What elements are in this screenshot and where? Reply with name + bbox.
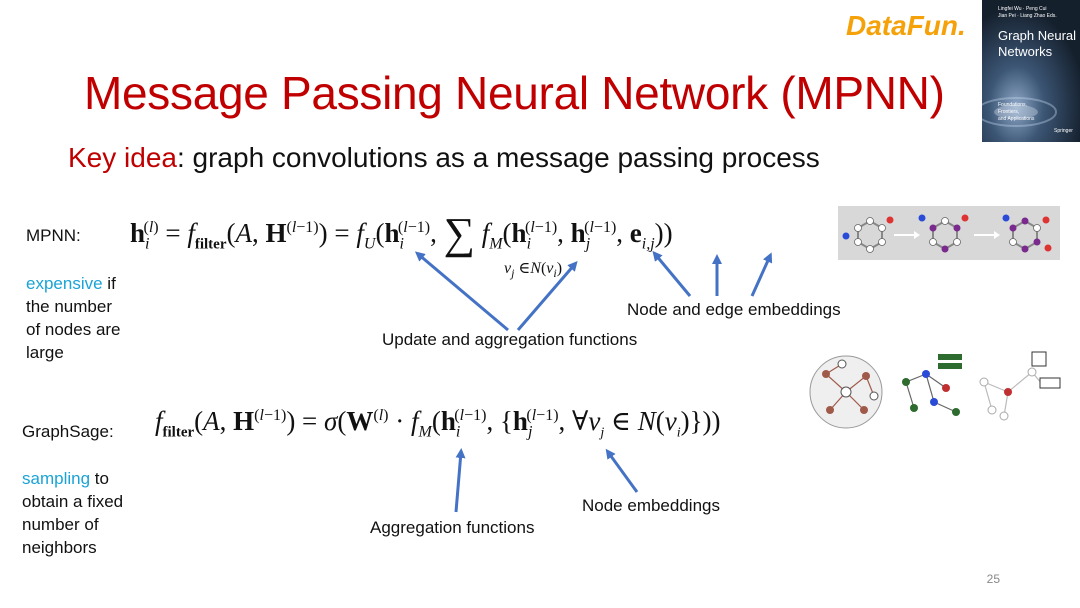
graphsage-note-line2: obtain a fixed [22,492,124,511]
book-editors: Jian Pei · Liang Zhao Eds. [998,13,1057,19]
page-number: 25 [986,572,1000,586]
arrow-to-aggregation-sum [516,260,578,331]
book-authors: Lingfei Wu · Peng Cui [998,6,1047,12]
mpnn-note-highlight: expensive [26,274,103,293]
node-edge-embeddings-label: Node and edge embeddings [627,300,841,319]
mpnn-note-line2: the number [26,297,112,316]
graphsage-formula: ffilter(A, H(l−1)) = σ(W(l) · fM(hi(l−1)… [155,406,721,441]
aggregation-functions-label: Aggregation functions [370,518,535,537]
arrow-to-edge-eij [750,252,773,297]
graphsage-sampling-image [808,351,1064,434]
book-cover-image: Lingfei Wu · Peng Cui Jian Pei · Liang Z… [982,0,1080,142]
book-subtitle-line3: and Applications [998,116,1035,122]
book-title-line1: Graph Neural [998,28,1077,43]
arrow-to-hj-graphsage [605,448,639,493]
graphsage-label: GraphSage: [22,422,114,441]
node-embeddings-label: Node embeddings [582,496,720,515]
datafun-logo: DataFun. [846,10,966,42]
molecule-message-passing-image [838,206,1060,260]
key-idea-label: Key idea [68,142,177,173]
molecule-graphic [842,214,1052,253]
graphsage-note-line3: number of [22,515,99,534]
mpnn-note-line3: of nodes are [26,320,121,339]
arrow-to-node-hi [652,250,692,297]
sampling-graphic [809,351,1061,429]
mpnn-note-line1: if [102,274,116,293]
book-title-line2: Networks [998,44,1053,59]
arrow-to-update-function [414,251,509,332]
book-subtitle-line1: Foundations, [998,102,1027,108]
mpnn-note-line4: large [26,343,64,362]
galaxy-graphic [982,0,1080,142]
key-idea-text: : graph convolutions as a message passin… [176,142,820,173]
key-idea: Key idea: graph convolutions as a messag… [68,142,820,174]
mpnn-formula: hi(l) = ffilter(A, H(l−1)) = fU(hi(l−1),… [130,209,673,258]
book-subtitle-line2: Frontiers, [998,109,1020,115]
arrow-to-fm [454,448,466,513]
update-aggregation-label: Update and aggregation functions [382,330,638,349]
graphsage-note-line4: neighbors [22,538,97,557]
graphsage-note-line1: to [90,469,109,488]
sum-subscript: vj ∈N(vi) [504,260,563,281]
logo-text: DataFun. [846,10,966,41]
book-publisher: Springer [1054,128,1073,134]
slide-title: Message Passing Neural Network (MPNN) [84,67,945,119]
mpnn-label: MPNN: [26,226,81,245]
mpnn-note: expensive if the number of nodes are lar… [26,272,121,364]
graphsage-note-highlight: sampling [22,469,91,488]
graphsage-note: sampling to obtain a fixed number of nei… [22,467,123,559]
